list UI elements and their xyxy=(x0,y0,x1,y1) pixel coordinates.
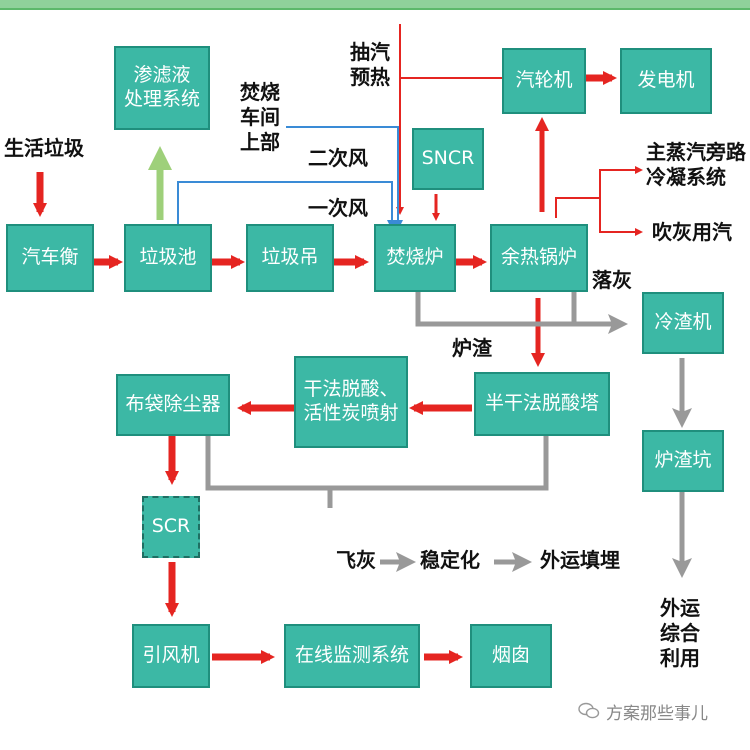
box-generator: 发电机 xyxy=(620,48,712,114)
box-incinerator: 焚烧炉 xyxy=(374,224,456,292)
line-soot-blowing xyxy=(599,198,643,236)
label-extraction-preheat: 抽汽 预热 xyxy=(350,40,390,89)
label-fly-ash: 飞灰 xyxy=(336,548,376,572)
line-fly-ash-collect xyxy=(205,434,549,491)
box-waste-heat-boiler: 余热锅炉 xyxy=(490,224,588,292)
line-primary-air xyxy=(177,181,397,230)
watermark-text: 方案那些事儿 xyxy=(606,703,708,724)
box-baghouse: 布袋除尘器 xyxy=(116,374,230,436)
box-turbine: 汽轮机 xyxy=(502,48,586,114)
line-secondary-air xyxy=(286,126,403,230)
label-ash-drop: 落灰 xyxy=(592,268,632,292)
label-reuse: 外运 综合 利用 xyxy=(660,596,700,670)
box-semi-dry-tower: 半干法脱酸塔 xyxy=(474,372,610,436)
box-id-fan: 引风机 xyxy=(132,624,210,688)
box-scr: SCR xyxy=(142,496,200,558)
box-slag-pit: 炉渣坑 xyxy=(642,430,724,492)
watermark: 方案那些事儿 xyxy=(578,696,748,726)
label-stabilization: 稳定化 xyxy=(420,548,480,572)
label-landfill: 外运填埋 xyxy=(540,548,620,572)
line-main-steam-bypass xyxy=(555,166,643,218)
label-primary-air: 一次风 xyxy=(308,196,368,220)
label-main-steam-bypass: 主蒸汽旁路 冷凝系统 xyxy=(646,140,746,189)
box-slag-cooler: 冷渣机 xyxy=(642,292,724,354)
wechat-icon xyxy=(578,702,600,719)
label-soot-blowing: 吹灰用汽 xyxy=(652,220,732,244)
box-chimney: 烟囱 xyxy=(470,624,552,688)
header-bar xyxy=(0,0,750,10)
box-sncr: SNCR xyxy=(412,128,484,190)
box-online-monitoring: 在线监测系统 xyxy=(284,624,420,688)
box-waste-pit: 垃圾池 xyxy=(124,224,212,292)
line-furnace-slag xyxy=(415,290,628,334)
box-waste-crane: 垃圾吊 xyxy=(246,224,334,292)
line-extraction-preheat xyxy=(396,24,518,215)
box-leachate-treatment: 渗滤液 处理系统 xyxy=(114,46,210,130)
label-incinerator-hall-top: 焚烧 车间 上部 xyxy=(240,80,280,154)
box-truck-scale: 汽车衡 xyxy=(6,224,94,292)
label-bottom-slag: 炉渣 xyxy=(452,336,492,360)
label-household-waste: 生活垃圾 xyxy=(4,136,84,160)
label-secondary-air: 二次风 xyxy=(308,146,368,170)
box-dry-deacid: 干法脱酸、 活性炭喷射 xyxy=(294,356,408,448)
